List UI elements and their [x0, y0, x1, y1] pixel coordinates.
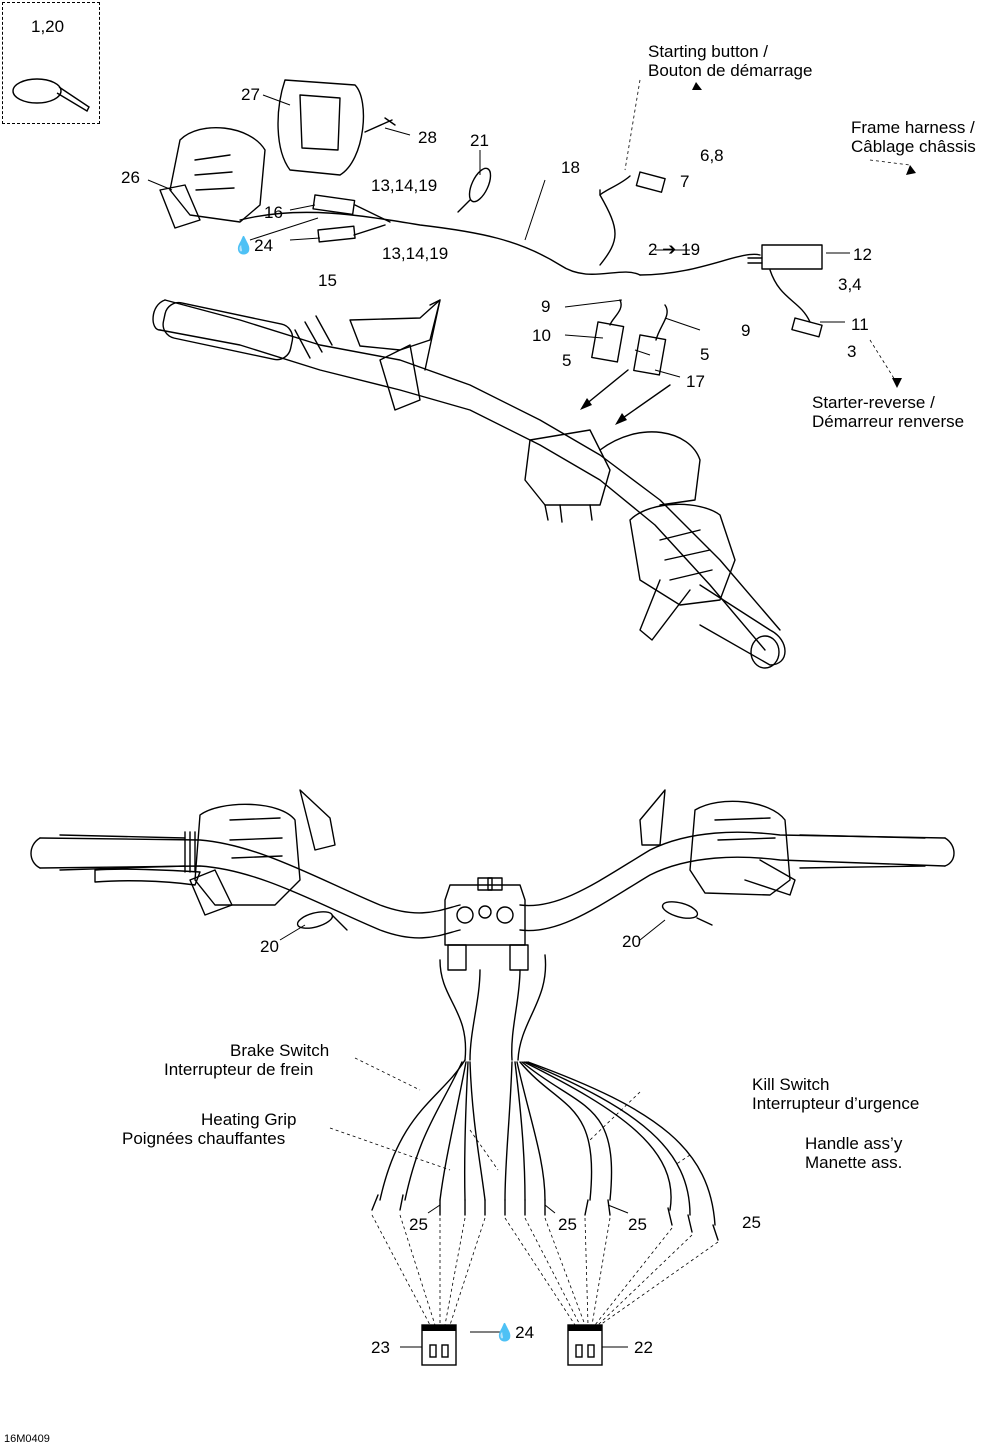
callout-25-b: 25 — [558, 1215, 577, 1234]
tie-wrap-icon — [12, 78, 90, 112]
callout-11: 11 — [851, 315, 869, 334]
oil-drop-icon: 💧 — [494, 1323, 516, 1342]
callout-25-c: 25 — [628, 1215, 647, 1234]
callout-3: 3 — [847, 342, 857, 361]
callout-27: 27 — [241, 85, 260, 104]
frame-harness-label-fr: Câblage châssis — [851, 137, 976, 156]
callout-25-a: 25 — [409, 1215, 428, 1234]
callout-23: 23 — [371, 1338, 390, 1357]
oil-drop-icon: 💧 — [233, 236, 255, 255]
callout-20-b: 20 — [622, 932, 641, 951]
starting-button-label-fr: Bouton de démarrage — [648, 61, 813, 80]
callout-21: 21 — [470, 131, 489, 150]
callout-20-a: 20 — [260, 937, 279, 956]
callout-12: 12 — [853, 245, 872, 264]
brake-switch-label-fr: Interrupteur de frein — [164, 1060, 314, 1079]
callout-16: 16 — [264, 203, 283, 222]
callout-18: 18 — [561, 158, 580, 177]
callout-15: 15 — [318, 271, 337, 290]
starting-button-label-en: Starting button / — [648, 42, 769, 61]
callout-9-b: 9 — [741, 321, 751, 340]
inset-box: 1,20 — [2, 2, 100, 124]
heating-grip-label-en: Heating Grip — [201, 1110, 297, 1129]
frame-harness-label-en: Frame harness / — [851, 118, 975, 137]
handle-assy-label-en: Handle ass’y — [805, 1134, 903, 1153]
callout-28: 28 — [418, 128, 437, 147]
callout-3-4: 3,4 — [838, 275, 862, 294]
callout-17: 17 — [686, 372, 705, 391]
callout-6-8: 6,8 — [700, 146, 724, 165]
starter-reverse-label-en: Starter-reverse / — [812, 393, 935, 412]
callout-10: 10 — [532, 326, 551, 345]
callout-9-a: 9 — [541, 297, 551, 316]
heating-grip-label-fr: Poignées chauffantes — [122, 1129, 286, 1148]
callout-7: 7 — [680, 172, 690, 191]
callout-5-a: 5 — [562, 351, 572, 370]
callout-13-14-19-b: 13,14,19 — [382, 244, 449, 263]
starter-reverse-label-fr: Démarreur renverse — [812, 412, 965, 431]
callout-26: 26 — [121, 168, 140, 187]
callout-22: 22 — [634, 1338, 653, 1357]
kill-switch-label-en: Kill Switch — [752, 1075, 830, 1094]
callout-24-lower: 💧24 — [494, 1323, 535, 1342]
callout-25-d: 25 — [742, 1213, 761, 1232]
kill-switch-label-fr: Interrupteur d’urgence — [752, 1094, 920, 1113]
handle-assy-label-fr: Manette ass. — [805, 1153, 903, 1172]
inset-callout: 1,20 — [31, 17, 65, 36]
callout-13-14-19-a: 13,14,19 — [371, 176, 438, 195]
callout-2-to-19: 2 ➔ 19 — [648, 240, 701, 259]
callout-5-b: 5 — [700, 345, 710, 364]
brake-switch-label-en: Brake Switch — [230, 1041, 330, 1060]
callout-24-upper: 💧24 — [233, 236, 274, 255]
figure-code: 16M0409 — [4, 1433, 50, 1445]
